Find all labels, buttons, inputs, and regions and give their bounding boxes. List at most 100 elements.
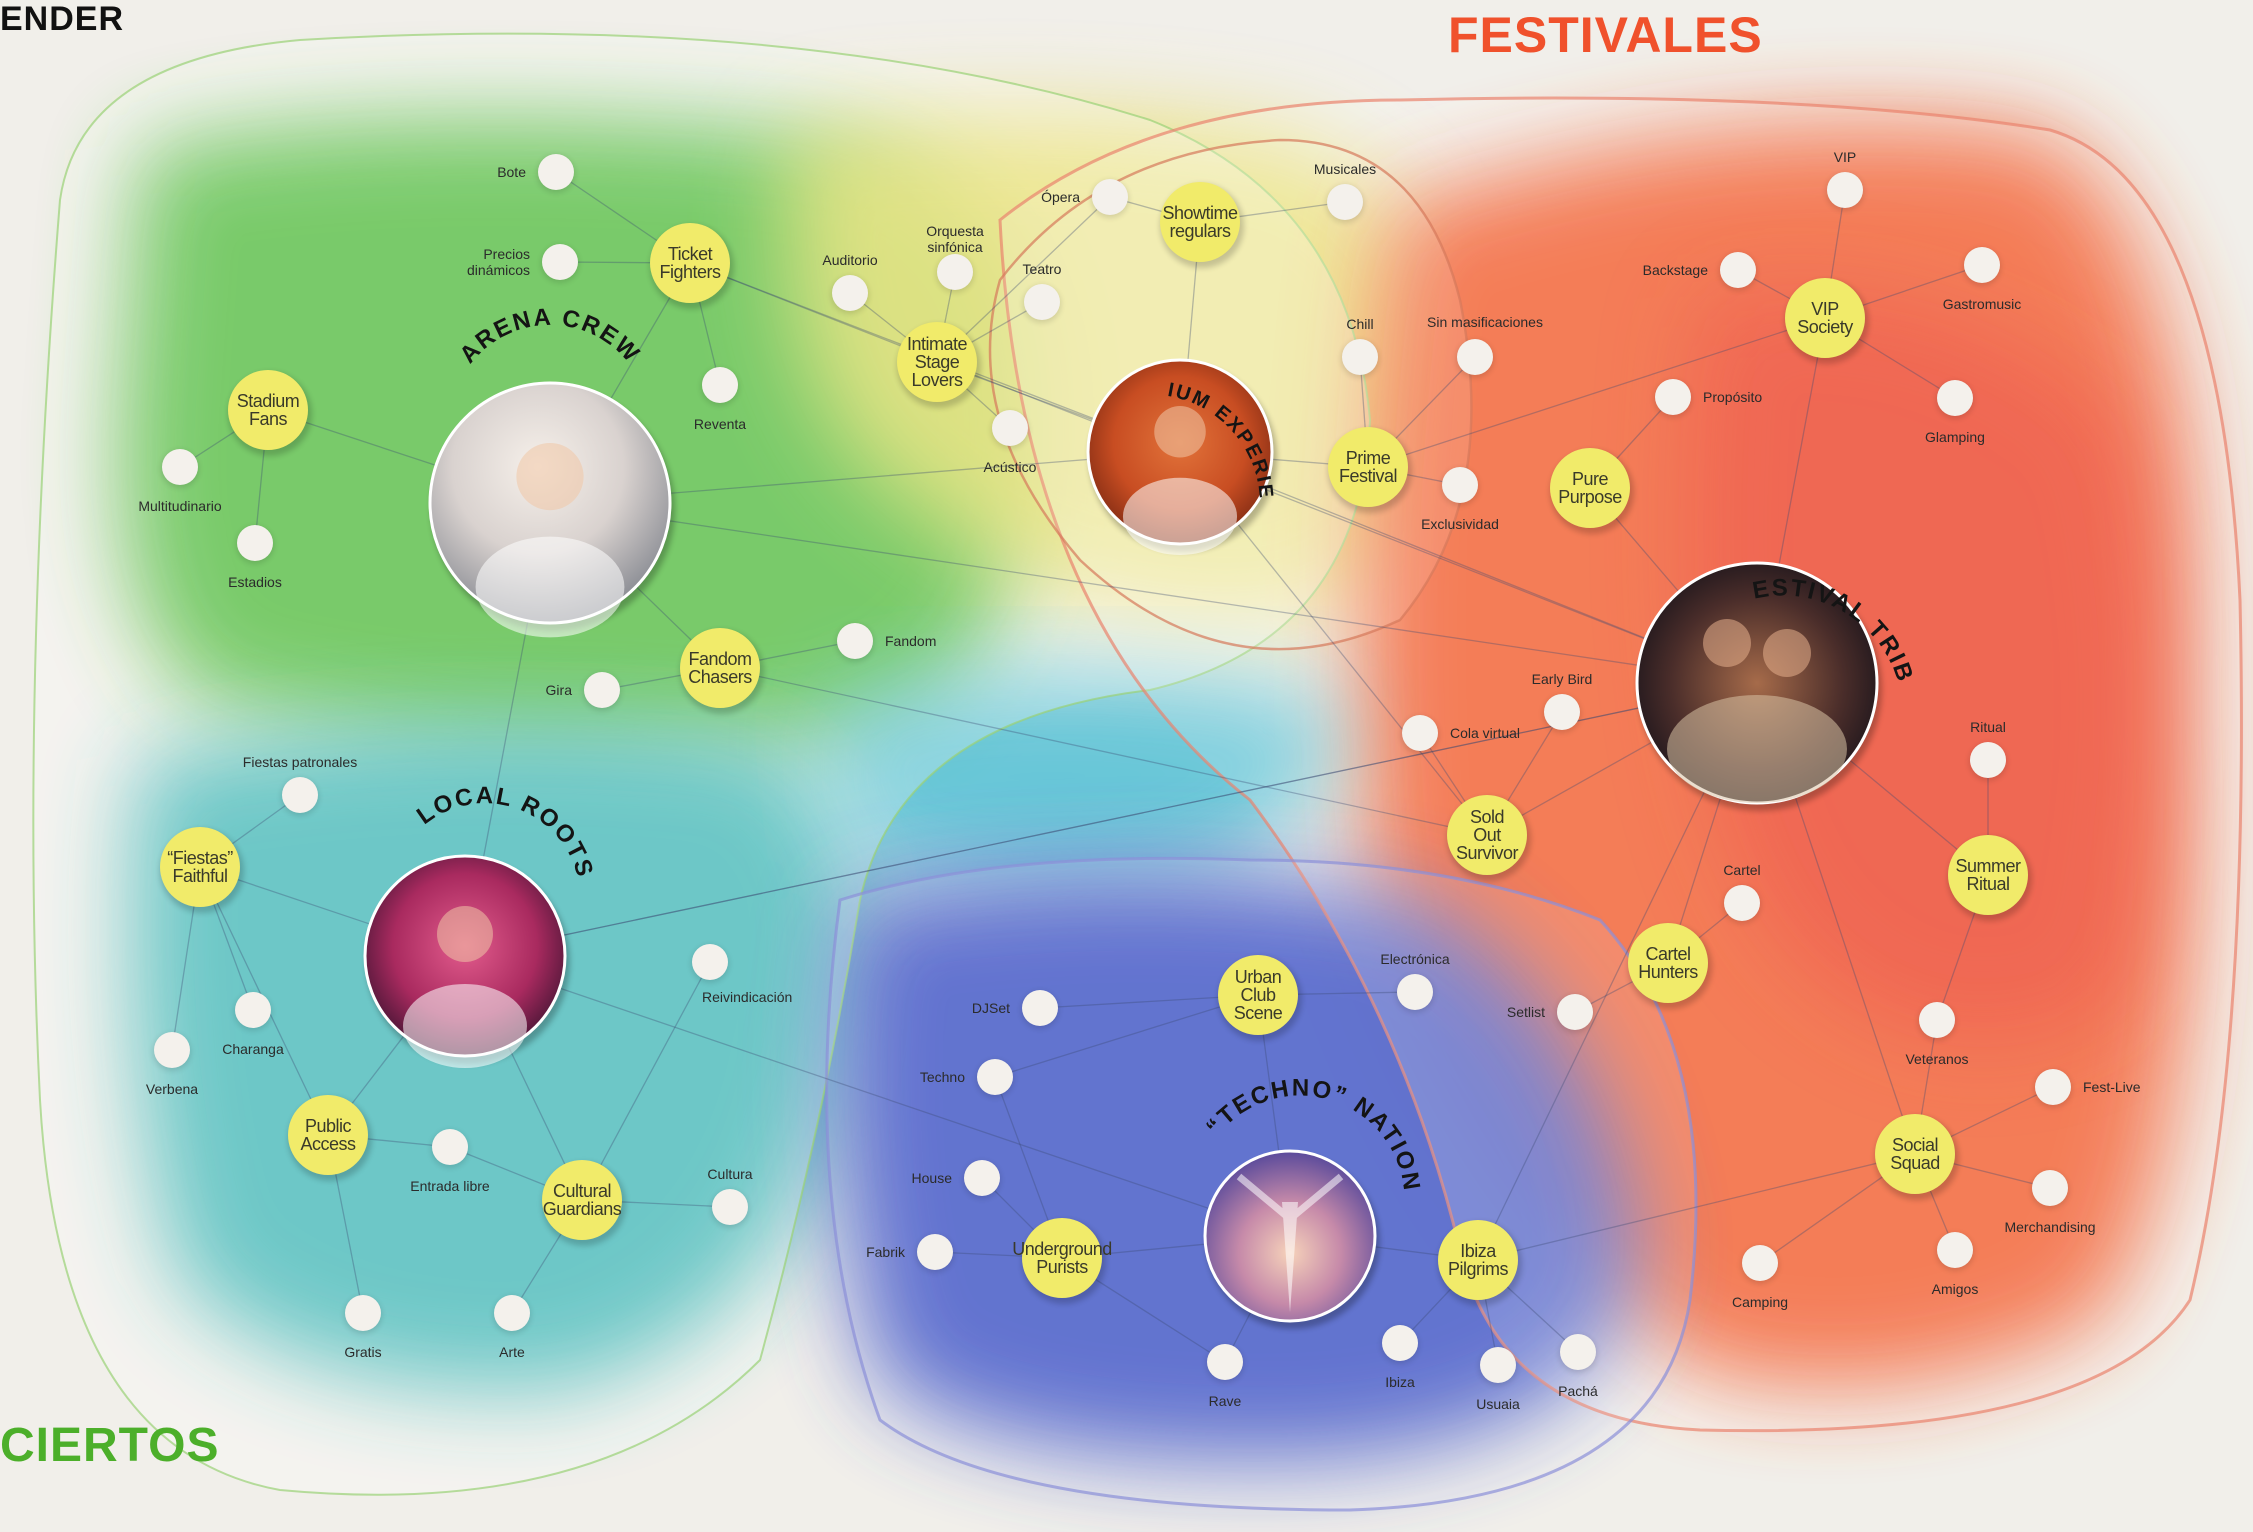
attribute-node-charanga[interactable]: Charanga xyxy=(222,992,284,1057)
attribute-node-merch[interactable]: Merchandising xyxy=(2004,1170,2096,1235)
segment-node-fiestas[interactable]: “Fiestas”Faithful xyxy=(160,827,244,913)
attribute-node-techno_a[interactable]: Techno xyxy=(920,1059,1014,1098)
attribute-node-camping[interactable]: Camping xyxy=(1732,1245,1788,1310)
edge-local-tribe xyxy=(464,682,1758,957)
attribute-node-ritual[interactable]: Ritual xyxy=(1969,719,2007,781)
attribute-node-fiestaspat[interactable]: Fiestas patronales xyxy=(243,754,357,816)
attribute-label: Verbena xyxy=(146,1081,198,1097)
attribute-node-estadios[interactable]: Estadios xyxy=(228,525,282,590)
attribute-node-sinmasif[interactable]: Sin masificaciones xyxy=(1427,314,1543,378)
attribute-node-proposito[interactable]: Propósito xyxy=(1654,379,1762,418)
attribute-node-electronica[interactable]: Electrónica xyxy=(1380,951,1450,1013)
attribute-node-colavirtual[interactable]: Cola virtual xyxy=(1401,715,1520,754)
attribute-node-fabrik[interactable]: Fabrik xyxy=(866,1234,954,1273)
attribute-dot xyxy=(1092,179,1128,215)
attribute-node-reventa[interactable]: Reventa xyxy=(694,367,746,432)
edge-prime-vip xyxy=(1367,317,1826,468)
attribute-node-house[interactable]: House xyxy=(912,1160,1001,1199)
attribute-node-backstage[interactable]: Backstage xyxy=(1643,252,1757,291)
attribute-node-bote[interactable]: Bote xyxy=(497,154,575,193)
segment-circle xyxy=(542,1160,622,1240)
attribute-node-chill[interactable]: Chill xyxy=(1341,316,1379,378)
attribute-node-glamping[interactable]: Glamping xyxy=(1925,380,1985,445)
attribute-node-cartel_a[interactable]: Cartel xyxy=(1723,862,1761,924)
attribute-node-vip_a[interactable]: VIP xyxy=(1826,149,1864,211)
attribute-node-gratis[interactable]: Gratis xyxy=(344,1295,382,1360)
person-portrait-icon xyxy=(475,443,625,638)
attribute-label: Amigos xyxy=(1932,1281,1979,1297)
attribute-dot xyxy=(1544,694,1580,730)
attribute-node-fandom_a[interactable]: Fandom xyxy=(836,623,936,662)
attribute-node-rave[interactable]: Rave xyxy=(1206,1344,1244,1409)
attribute-node-earlybird[interactable]: Early Bird xyxy=(1532,671,1593,733)
attribute-node-gastro[interactable]: Gastromusic xyxy=(1943,247,2022,312)
attribute-node-auditorio[interactable]: Auditorio xyxy=(822,252,878,314)
attribute-node-entrada[interactable]: Entrada libre xyxy=(410,1129,490,1194)
attribute-label: Entrada libre xyxy=(410,1178,490,1194)
attribute-node-verbena[interactable]: Verbena xyxy=(146,1032,198,1097)
attribute-dot xyxy=(154,1032,190,1068)
attribute-node-veteranos[interactable]: Veteranos xyxy=(1905,1002,1969,1067)
attribute-node-multitud[interactable]: Multitudinario xyxy=(138,449,222,514)
attribute-node-ushuaia[interactable]: Usuaia xyxy=(1476,1347,1520,1412)
attribute-node-gira[interactable]: Gira xyxy=(546,672,621,711)
attribute-node-reivind[interactable]: Reivindicación xyxy=(691,944,792,1005)
attribute-node-ibiza_a[interactable]: Ibiza xyxy=(1381,1325,1419,1390)
attribute-dot xyxy=(1022,990,1058,1026)
attribute-dot xyxy=(1457,339,1493,375)
attribute-node-pacha[interactable]: Pachá xyxy=(1558,1334,1598,1399)
attribute-node-opera[interactable]: Ópera xyxy=(1041,179,1129,218)
edge-ibiza-social xyxy=(1477,1153,1916,1261)
attribute-dot xyxy=(235,992,271,1028)
attribute-node-acustico[interactable]: Acústico xyxy=(984,410,1037,475)
attribute-dot xyxy=(1327,184,1363,220)
attribute-node-amigos[interactable]: Amigos xyxy=(1932,1232,1979,1297)
attribute-label: Gratis xyxy=(344,1344,381,1360)
attribute-node-setlist[interactable]: Setlist xyxy=(1507,994,1594,1033)
dancer-body xyxy=(1282,1202,1298,1313)
attribute-dot xyxy=(712,1189,748,1225)
attribute-dot xyxy=(1919,1002,1955,1038)
segment-circle xyxy=(1218,955,1298,1035)
attribute-node-djset[interactable]: DJSet xyxy=(972,990,1059,1029)
attribute-node-musicales[interactable]: Musicales xyxy=(1314,161,1376,223)
attribute-node-teatro[interactable]: Teatro xyxy=(1023,261,1062,323)
attribute-dot xyxy=(1382,1325,1418,1361)
attribute-label: Electrónica xyxy=(1380,951,1449,967)
attribute-dot xyxy=(432,1129,468,1165)
attribute-node-festlive[interactable]: Fest-Live xyxy=(2034,1069,2141,1108)
attribute-dot xyxy=(1937,380,1973,416)
attribute-node-cultura[interactable]: Cultura xyxy=(707,1166,753,1228)
attribute-node-arte[interactable]: Arte xyxy=(493,1295,531,1360)
attribute-dot xyxy=(1937,1232,1973,1268)
attribute-label: Rave xyxy=(1209,1393,1242,1409)
zone-red xyxy=(1687,292,2160,1042)
attribute-label: Musicales xyxy=(1314,161,1376,177)
attribute-node-exclus[interactable]: Exclusividad xyxy=(1421,467,1499,532)
persona-node-arena[interactable]: ARENA CREW xyxy=(428,304,675,638)
